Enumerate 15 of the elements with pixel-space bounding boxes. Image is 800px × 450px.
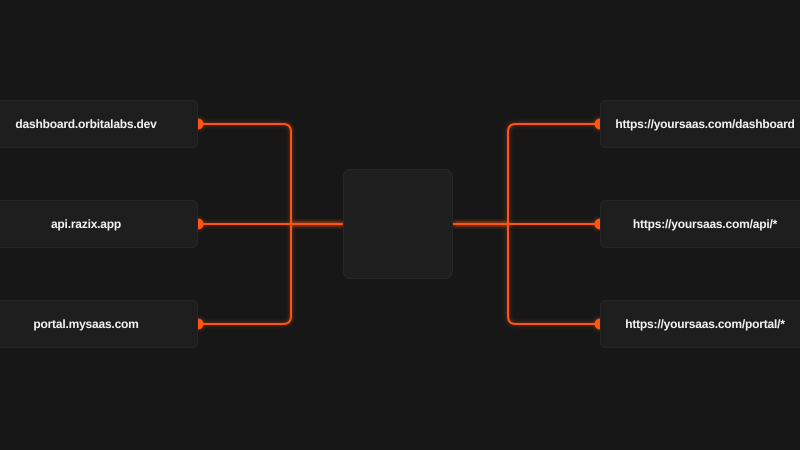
url-text: dashboard.orbitalabs.dev: [15, 117, 157, 131]
empty-square-panel: [343, 169, 453, 279]
url-text: https://yoursaas.com/dashboard: [615, 117, 795, 131]
url-card: [0, 300, 198, 348]
url-text: https://yoursaas.com/portal/*: [625, 317, 785, 331]
connector-line: [198, 223, 343, 330]
url-text: api.razix.app: [50, 217, 122, 231]
connector-line: [453, 223, 600, 330]
url-card: [600, 200, 800, 248]
url-text: portal.mysaas.com: [33, 317, 139, 331]
url-card: [600, 300, 800, 348]
url-card: [600, 100, 800, 148]
url-card: [0, 100, 198, 148]
url-card: [0, 200, 198, 248]
url-text: https://yoursaas.com/api/*: [632, 217, 778, 231]
